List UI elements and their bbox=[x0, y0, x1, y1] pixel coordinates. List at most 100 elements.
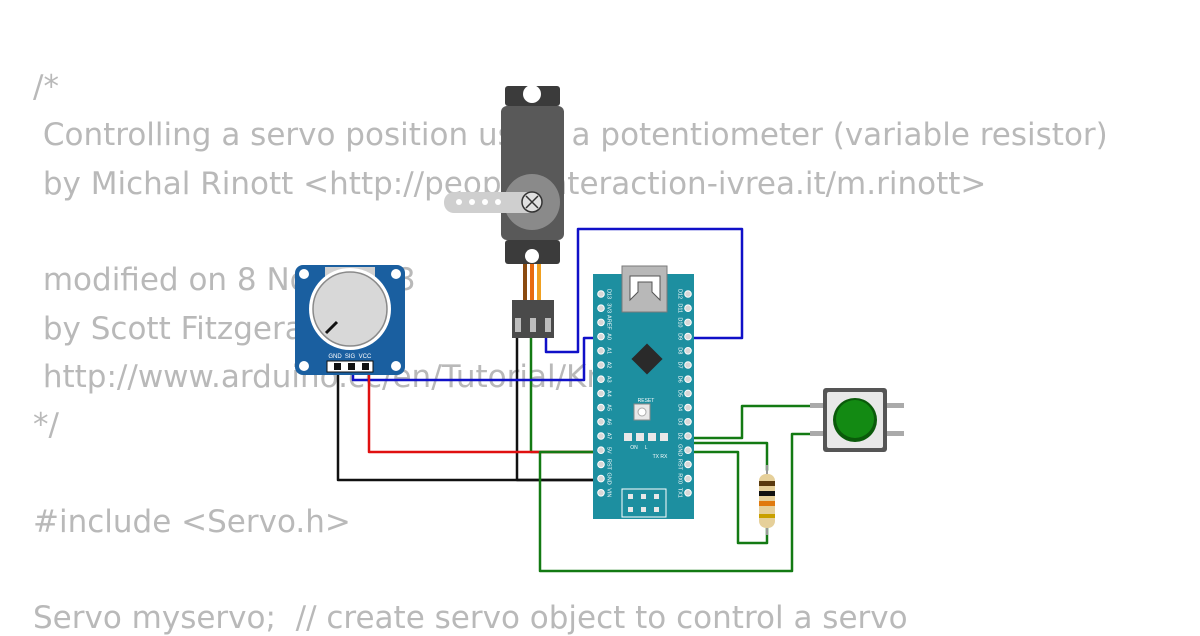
icsp-header bbox=[621, 488, 667, 518]
pin-label-3v3: 3V3 bbox=[606, 303, 612, 313]
tx-rx-label: TX RX bbox=[653, 454, 668, 460]
wire-black-pot-gnd bbox=[336, 364, 603, 482]
pin-label-d2: D2 bbox=[677, 432, 683, 439]
pushbutton bbox=[810, 388, 904, 452]
arduino-board bbox=[593, 274, 694, 519]
pin-label-d4: D4 bbox=[677, 404, 683, 411]
pin-d13 bbox=[597, 290, 605, 298]
resistor-band-1 bbox=[759, 481, 775, 486]
led-rx bbox=[660, 433, 668, 441]
potentiometer-knob bbox=[312, 271, 388, 347]
wire-green-servo bbox=[529, 336, 603, 454]
wire-blue-pot-signal bbox=[351, 336, 603, 382]
pin-label-5v: 5V bbox=[606, 447, 612, 454]
led-on bbox=[624, 433, 632, 441]
wire-green-button-5v bbox=[538, 432, 827, 573]
led-label-on: ON bbox=[630, 445, 638, 451]
pin-a6 bbox=[597, 418, 605, 426]
pin-label-rst: RST bbox=[677, 459, 683, 471]
pin-label-d5: D5 bbox=[677, 390, 683, 397]
pin-d4 bbox=[684, 403, 692, 412]
pin-d11 bbox=[684, 304, 692, 313]
wire-black-servo-gnd bbox=[515, 336, 603, 482]
pot-pin-label-vcc: VCC bbox=[359, 354, 372, 360]
servo-mount-hole bbox=[523, 85, 541, 103]
wires bbox=[336, 227, 827, 573]
pin-label-d7: D7 bbox=[677, 361, 683, 368]
wire-red-pot-vcc bbox=[367, 364, 603, 454]
resistor-band-2 bbox=[759, 491, 775, 496]
pin-a7 bbox=[597, 432, 605, 440]
pin-d9 bbox=[684, 332, 692, 341]
resistor-band-3 bbox=[759, 501, 775, 506]
pin-label-rx0: RX0 bbox=[677, 473, 683, 484]
pin-label-d12: D12 bbox=[677, 289, 683, 299]
resistor-band-4 bbox=[759, 514, 775, 518]
pin-a3 bbox=[597, 375, 605, 384]
pin-3v3 bbox=[597, 304, 605, 313]
pin-d5 bbox=[684, 389, 692, 398]
pin-label-a7: A7 bbox=[606, 433, 612, 440]
pin-d2 bbox=[684, 432, 692, 440]
pin-label-a6: A6 bbox=[606, 418, 612, 425]
pin-d8 bbox=[684, 347, 692, 355]
servo-mount-hole-bottom bbox=[525, 249, 539, 263]
arduino-pin-headers: D133V3AREFA0A1A2A3A4A5A6A75VRSTGNDVIND12… bbox=[597, 289, 692, 498]
potentiometer-pointer bbox=[324, 320, 339, 335]
pin-a4 bbox=[597, 389, 605, 398]
servo-horn bbox=[444, 192, 538, 213]
led-l bbox=[636, 433, 644, 441]
pin-label-a4: A4 bbox=[606, 390, 612, 397]
pin-tx1 bbox=[684, 489, 692, 497]
wire-green-d2-resistor bbox=[686, 441, 769, 472]
pin-d10 bbox=[684, 318, 692, 327]
pin-label-d11: D11 bbox=[677, 303, 683, 313]
pin-label-rst: RST bbox=[606, 459, 612, 471]
pin-label-aref: AREF bbox=[606, 315, 612, 330]
wire-green-resistor-gnd bbox=[686, 450, 769, 545]
pin-5v bbox=[597, 446, 605, 455]
microcontroller-chip bbox=[631, 343, 663, 375]
pushbutton-cap bbox=[836, 400, 874, 438]
pin-label-d13: D13 bbox=[606, 289, 612, 299]
pin-label-d8: D8 bbox=[677, 347, 683, 354]
pin-gnd bbox=[684, 446, 692, 455]
pin-a0 bbox=[597, 332, 605, 341]
code-line: */ bbox=[33, 407, 59, 444]
potentiometer-module: GND SIG VCC bbox=[295, 265, 405, 375]
pin-label-a0: A0 bbox=[606, 333, 612, 340]
pin-a1 bbox=[597, 347, 605, 355]
code-line: Servo myservo; // create servo object to… bbox=[33, 600, 908, 636]
code-line: Controlling a servo position using a pot… bbox=[33, 117, 1108, 154]
pin-label-gnd: GND bbox=[677, 444, 683, 456]
resistor bbox=[759, 465, 775, 535]
led-label-l: L bbox=[645, 445, 648, 451]
code-line: #include <Servo.h> bbox=[33, 503, 351, 540]
pin-label-d10: D10 bbox=[677, 317, 683, 327]
pin-aref bbox=[597, 318, 605, 327]
pin-label-d3: D3 bbox=[677, 418, 683, 425]
pin-rst bbox=[684, 460, 692, 469]
pot-pin-label-gnd: GND bbox=[328, 354, 342, 360]
pin-a2 bbox=[597, 361, 605, 369]
pin-label-d6: D6 bbox=[677, 376, 683, 383]
arduino-nano: RESET ON L TX RX D133V3AREFA0A1A2A3A4A5A… bbox=[593, 265, 694, 519]
reset-label: RESET bbox=[638, 398, 655, 404]
pin-label-a5: A5 bbox=[606, 404, 612, 411]
pin-label-a1: A1 bbox=[606, 347, 612, 354]
pot-pin-label-sig: SIG bbox=[345, 354, 356, 360]
pin-rx0 bbox=[684, 474, 692, 483]
pin-label-d9: D9 bbox=[677, 333, 683, 340]
wire-green-d2-button bbox=[686, 404, 827, 440]
pin-d7 bbox=[684, 361, 692, 369]
pin-d12 bbox=[684, 290, 692, 298]
servo-motor bbox=[444, 85, 564, 338]
pin-a5 bbox=[597, 403, 605, 412]
pin-vin bbox=[597, 489, 605, 497]
led-tx bbox=[648, 433, 656, 441]
pin-label-gnd: GND bbox=[606, 472, 612, 484]
pin-label-a3: A3 bbox=[606, 376, 612, 383]
wire-blue-servo-signal bbox=[544, 227, 744, 354]
pin-label-tx1: TX1 bbox=[677, 488, 683, 498]
